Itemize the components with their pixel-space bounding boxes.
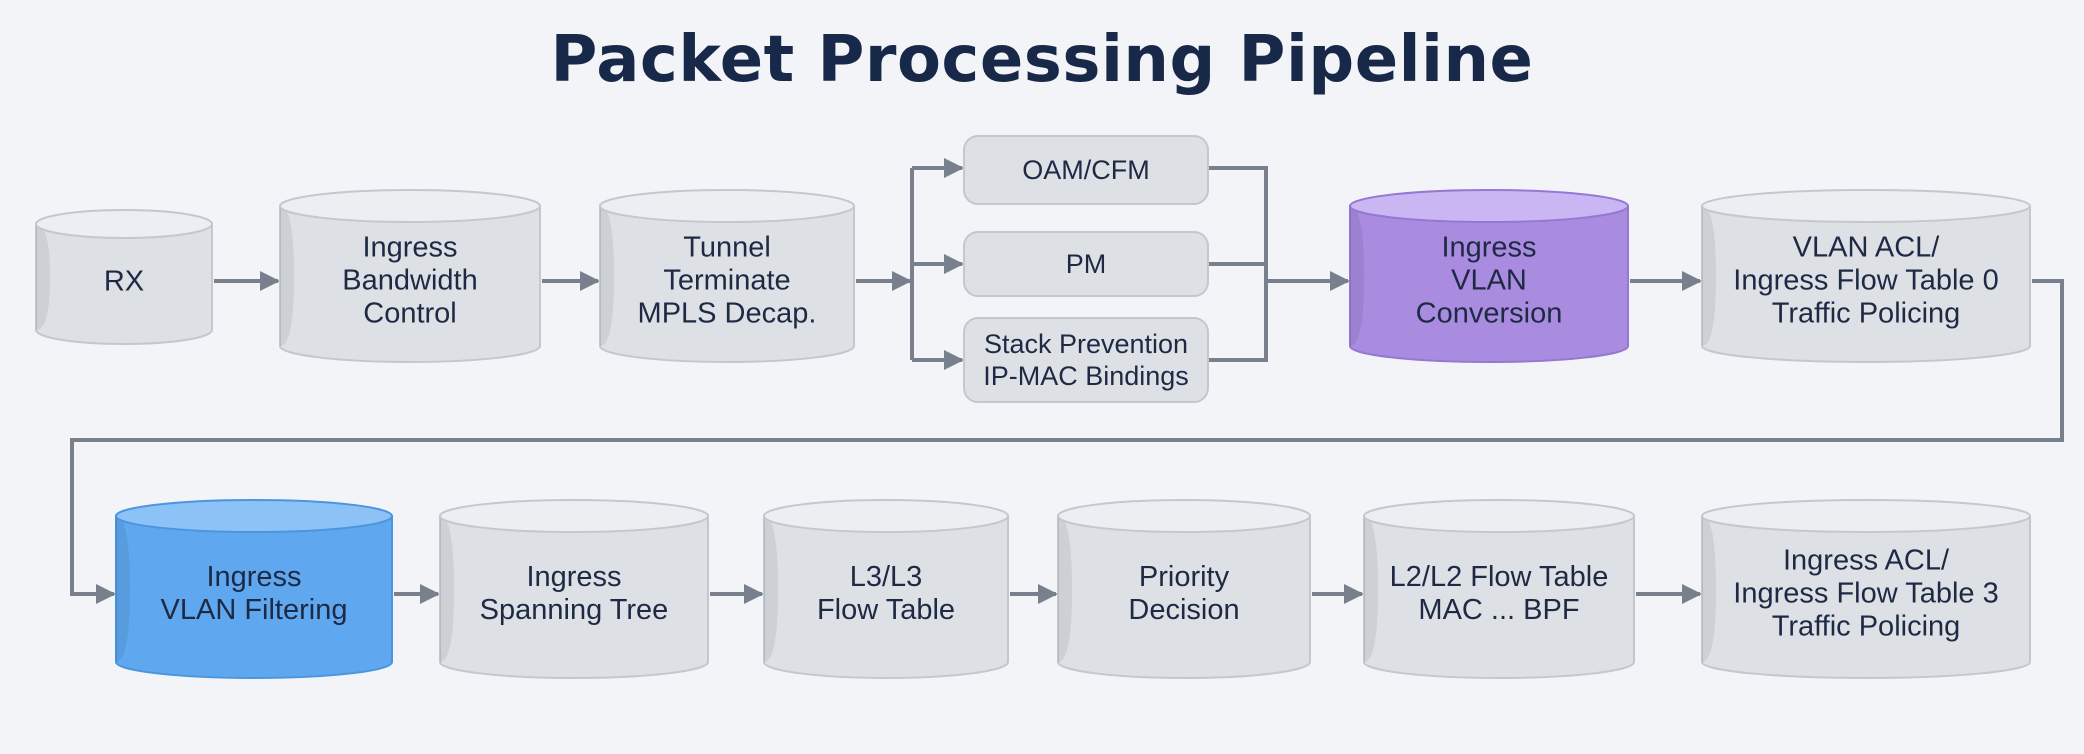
node-label-line: Flow Table — [817, 594, 955, 626]
cylinder-shade — [1058, 516, 1072, 662]
cylinder-body — [1701, 205, 2031, 363]
cylinder-shade — [116, 516, 130, 662]
cylinder-body — [115, 515, 393, 679]
node-label-line: Control — [363, 298, 457, 330]
arrow-row-wrap — [70, 279, 2064, 604]
cylinder-shade — [1702, 516, 1716, 662]
node-label-line: Ingress ACL/ — [1783, 545, 1950, 577]
cylinder-body — [599, 205, 855, 363]
box-body — [963, 317, 1209, 403]
diagram-title: Packet Processing Pipeline — [550, 23, 1534, 97]
cylinder-top — [279, 189, 541, 223]
cylinder-body — [1701, 515, 2031, 679]
node-label-line: MAC ... BPF — [1418, 594, 1579, 626]
node-label-line: Traffic Policing — [1772, 298, 1961, 330]
cylinder-top — [763, 499, 1009, 533]
node-label-line: IP-MAC Bindings — [983, 361, 1189, 391]
cylinder-top — [1349, 189, 1629, 223]
cylinder-body — [763, 515, 1009, 679]
cylinder-shade — [1364, 516, 1378, 662]
cylinder-body — [439, 515, 709, 679]
node-label-line: Priority — [1139, 561, 1230, 593]
node-label-line: Traffic Policing — [1772, 611, 1961, 643]
node-label-line: Conversion — [1416, 298, 1563, 330]
cylinder-shade — [1350, 206, 1364, 346]
node-label-line: VLAN ACL/ — [1793, 232, 1941, 264]
node-label-line: Ingress Flow Table 3 — [1733, 578, 1998, 610]
cylinder-shade — [280, 206, 294, 346]
cylinder-top — [35, 209, 213, 239]
connectors — [70, 158, 2064, 604]
node-label-line: Ingress — [362, 232, 457, 264]
box-body — [963, 135, 1209, 205]
node-label-line: Ingress — [526, 561, 621, 593]
cylinder-top — [439, 499, 709, 533]
rx-node: RX — [35, 209, 213, 345]
node-label-line: Ingress — [1441, 232, 1536, 264]
cylinder-body — [1057, 515, 1311, 679]
cylinder-top — [1701, 499, 2031, 533]
node-label-line: VLAN — [1451, 265, 1527, 297]
arrow-merge-branches — [1208, 166, 1268, 362]
cylinder-top — [599, 189, 855, 223]
oam-cfm-node: OAM/CFM — [963, 135, 1209, 205]
node-label-line: RX — [104, 266, 144, 298]
node-label-line: Decision — [1128, 594, 1239, 626]
node-label-line: Stack Prevention — [984, 329, 1188, 359]
cylinder-body — [279, 205, 541, 363]
cylinder-top — [115, 499, 393, 533]
node-label-line: Ingress — [206, 561, 301, 593]
cylinder-top — [1057, 499, 1311, 533]
node-label-line: Terminate — [663, 265, 790, 297]
node-label-line: Spanning Tree — [480, 594, 669, 626]
cylinder-shade — [36, 224, 50, 330]
cylinder-body — [1363, 515, 1635, 679]
node-label-line: MPLS Decap. — [638, 298, 817, 330]
node-label-line: L3/L3 — [850, 561, 923, 593]
cylinder-shade — [764, 516, 778, 662]
ingress-acl-node: Ingress ACL/Ingress Flow Table 3Traffic … — [1701, 499, 2031, 679]
cylinder-top — [1701, 189, 2031, 223]
node-label-line: Ingress Flow Table 0 — [1733, 265, 1998, 297]
node-label-line: VLAN Filtering — [161, 594, 348, 626]
node-label-line: Bandwidth — [342, 265, 477, 297]
cylinder-body — [1349, 205, 1629, 363]
pm-node: PM — [963, 231, 1209, 297]
box-body — [963, 231, 1209, 297]
node-label-line: Tunnel — [683, 232, 771, 264]
cylinder-shade — [440, 516, 454, 662]
cylinder-shade — [600, 206, 614, 346]
cylinder-body — [35, 223, 213, 345]
cylinder-shade — [1702, 206, 1716, 346]
cylinder-top — [1363, 499, 1635, 533]
node-label-line: L2/L2 Flow Table — [1390, 561, 1609, 593]
node-label-line: OAM/CFM — [1022, 155, 1150, 185]
node-label-line: PM — [1066, 249, 1107, 279]
